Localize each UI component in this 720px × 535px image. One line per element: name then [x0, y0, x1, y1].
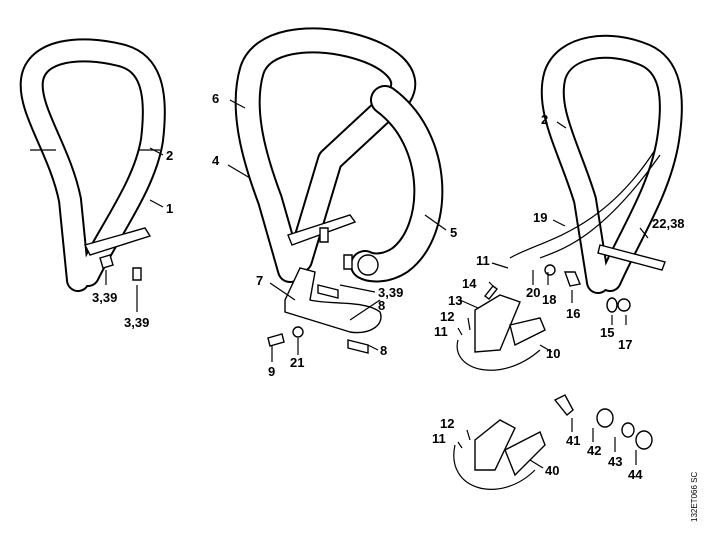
- callout-17: 17: [618, 337, 632, 352]
- callout-3-39: 3,39: [124, 315, 149, 330]
- callout-12: 12: [440, 309, 454, 324]
- handle-left: [19, 38, 166, 292]
- callout-6: 6: [212, 91, 219, 106]
- callout-44: 44: [628, 467, 643, 482]
- small-parts: [453, 264, 653, 490]
- callout-43: 43: [608, 454, 622, 469]
- callout-11: 11: [434, 324, 448, 339]
- callout-labels: 2 1 3,39 3,39 6 4 5 7 3,39 8 8 9 21 2 19…: [92, 91, 699, 522]
- callout-8: 8: [380, 343, 387, 358]
- callout-18: 18: [542, 292, 556, 307]
- callout-15: 15: [600, 325, 614, 340]
- callout-10: 10: [546, 346, 560, 361]
- drawing-code: 132ET066 SC: [690, 472, 699, 522]
- callout-7: 7: [256, 273, 263, 288]
- callout-11: 11: [432, 431, 446, 446]
- callout-12: 12: [440, 416, 454, 431]
- callout-14: 14: [462, 276, 477, 291]
- callout-2: 2: [541, 112, 548, 127]
- callout-41: 41: [566, 433, 580, 448]
- callout-3-39: 3,39: [92, 290, 117, 305]
- callout-42: 42: [587, 443, 601, 458]
- callout-22-38: 22,38: [652, 216, 685, 231]
- callout-2: 2: [166, 148, 173, 163]
- callout-20: 20: [526, 285, 540, 300]
- callout-3-39: 3,39: [378, 285, 403, 300]
- callout-40: 40: [545, 463, 559, 478]
- handle-right: [509, 34, 683, 294]
- callout-11: 11: [476, 253, 490, 268]
- callout-8: 8: [378, 298, 385, 313]
- handle-middle: [234, 27, 444, 354]
- callout-4: 4: [212, 153, 220, 168]
- callout-21: 21: [290, 355, 304, 370]
- callout-16: 16: [566, 306, 580, 321]
- callout-1: 1: [166, 201, 173, 216]
- callout-19: 19: [533, 210, 547, 225]
- callout-5: 5: [450, 225, 457, 240]
- callout-9: 9: [268, 364, 275, 379]
- callout-13: 13: [448, 293, 462, 308]
- leader-lines: [105, 99, 649, 469]
